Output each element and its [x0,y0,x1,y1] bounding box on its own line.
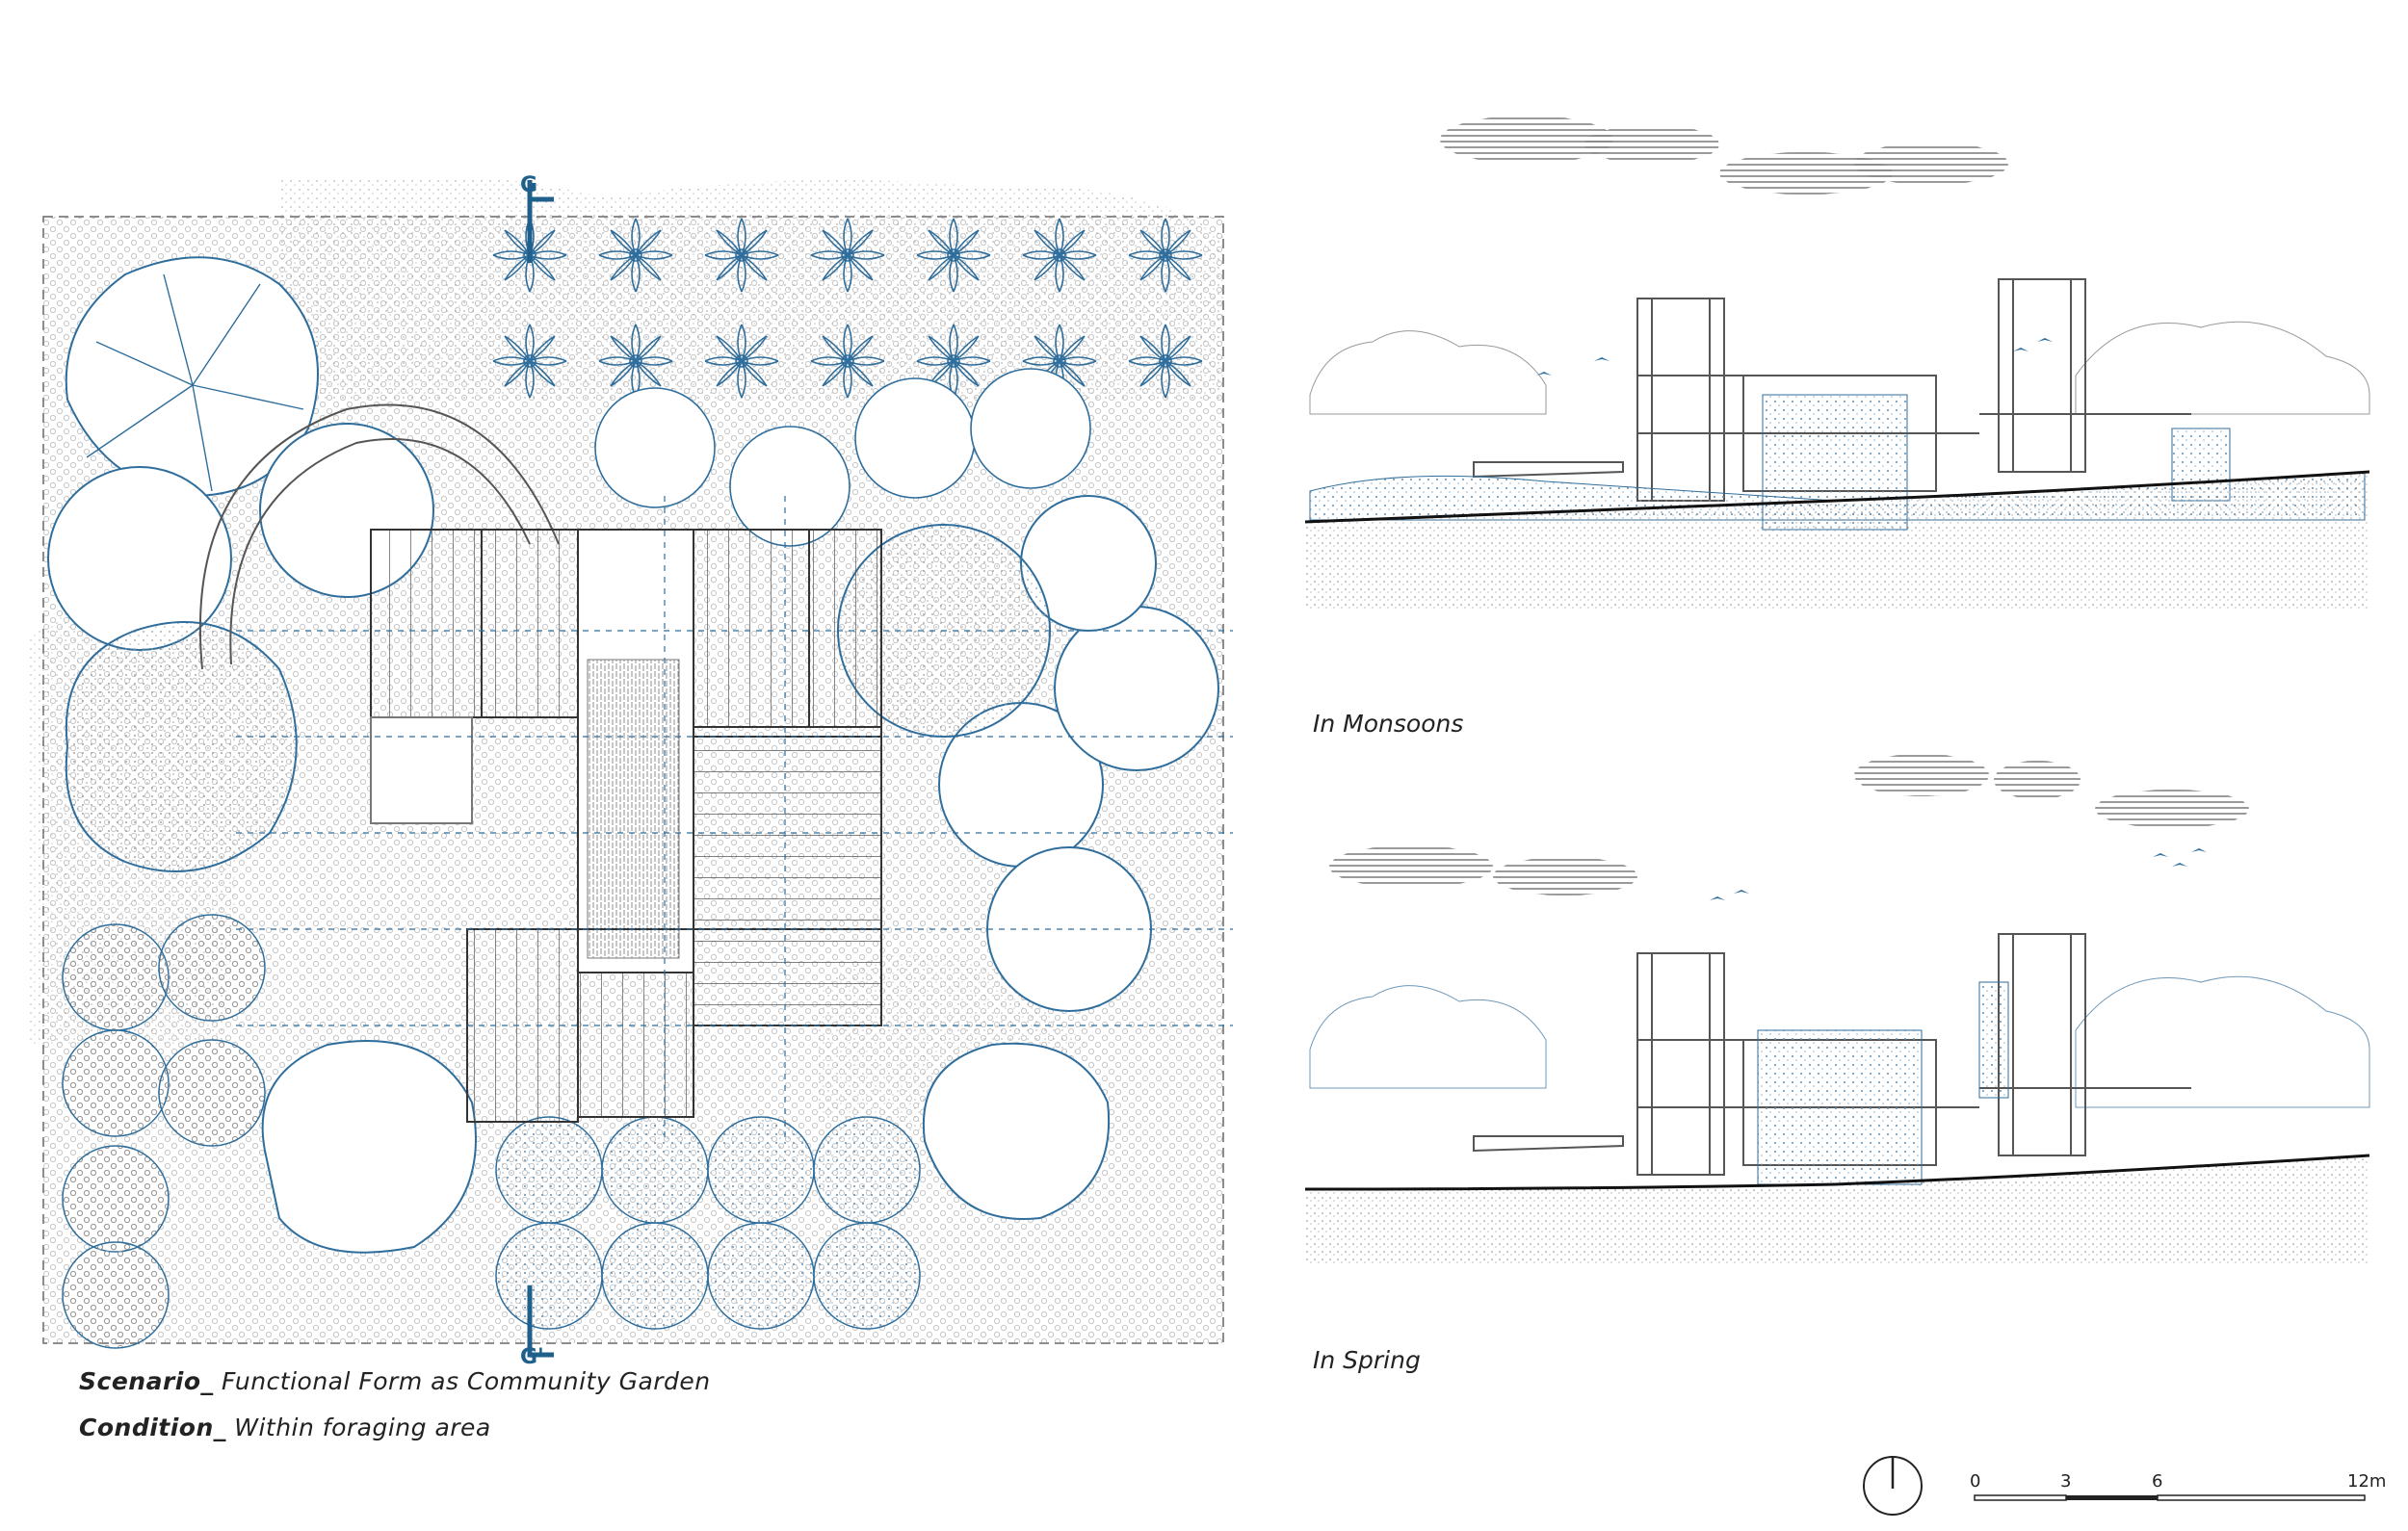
dashed-grid [236,496,1233,1141]
condition-caption: Condition_ Within foraging area [79,1414,491,1441]
background-trees [1309,975,2370,1108]
crop-plant [704,218,779,293]
scale-bar-graphic [1974,1494,2366,1501]
scenario-text: Functional Form as Community Garden [221,1367,711,1395]
crop-plant [1022,324,1097,399]
birds [1536,338,2053,376]
crop-plant [704,324,779,399]
condition-label: Condition_ [79,1414,226,1441]
ground-fill [1305,472,2369,611]
crop-plant [1128,218,1203,293]
clouds [1329,754,2249,895]
section-cut-label-bottom: G' [520,1345,544,1369]
crop-plant [598,218,673,293]
crop-plant [1022,218,1097,293]
deck-structure [370,529,882,1123]
crop-plant [598,324,673,399]
crop-plant [1128,324,1203,399]
ground-line [1305,470,2370,524]
crop-plant [810,324,885,399]
section-label-monsoons: In Monsoons [1313,710,1464,738]
site-plan-drawing [29,178,1233,1358]
north-arrow-icon [1863,1456,1923,1516]
blue-shrubs-bottom [495,1116,921,1330]
condition-text: Within foraging area [234,1414,491,1441]
section-cut-label-top: G [520,173,538,197]
clouds [1440,116,2008,195]
scenario-caption: Scenario_ Functional Form as Community G… [79,1367,711,1395]
scale-tick-3: 3 [2060,1471,2072,1492]
curved-ramp [198,403,560,670]
crop-plant [492,324,567,399]
scale-tick-0: 0 [1970,1471,1981,1492]
crop-plant [916,324,991,399]
section-label-spring: In Spring [1313,1346,1421,1374]
blue-vegetation [1757,981,2009,1185]
section-drawing-spring [1305,754,2370,1266]
ground-line [1305,1154,2370,1191]
birds [1710,848,2207,900]
scenario-label: Scenario_ [79,1367,214,1395]
crop-plant [916,218,991,293]
scale-tick-12m: 12m [2347,1471,2387,1492]
section-cut-line [527,180,554,1358]
background-trees [1309,321,2370,415]
shrub-clusters [62,914,266,1349]
section-drawing-monsoons [1305,116,2370,611]
scale-bar: 0 3 6 12m [1970,1471,2387,1519]
scale-tick-6: 6 [2152,1471,2163,1492]
crop-plant [810,218,885,293]
ground-fill [1305,1155,2369,1266]
palm-canopies [594,368,1091,547]
